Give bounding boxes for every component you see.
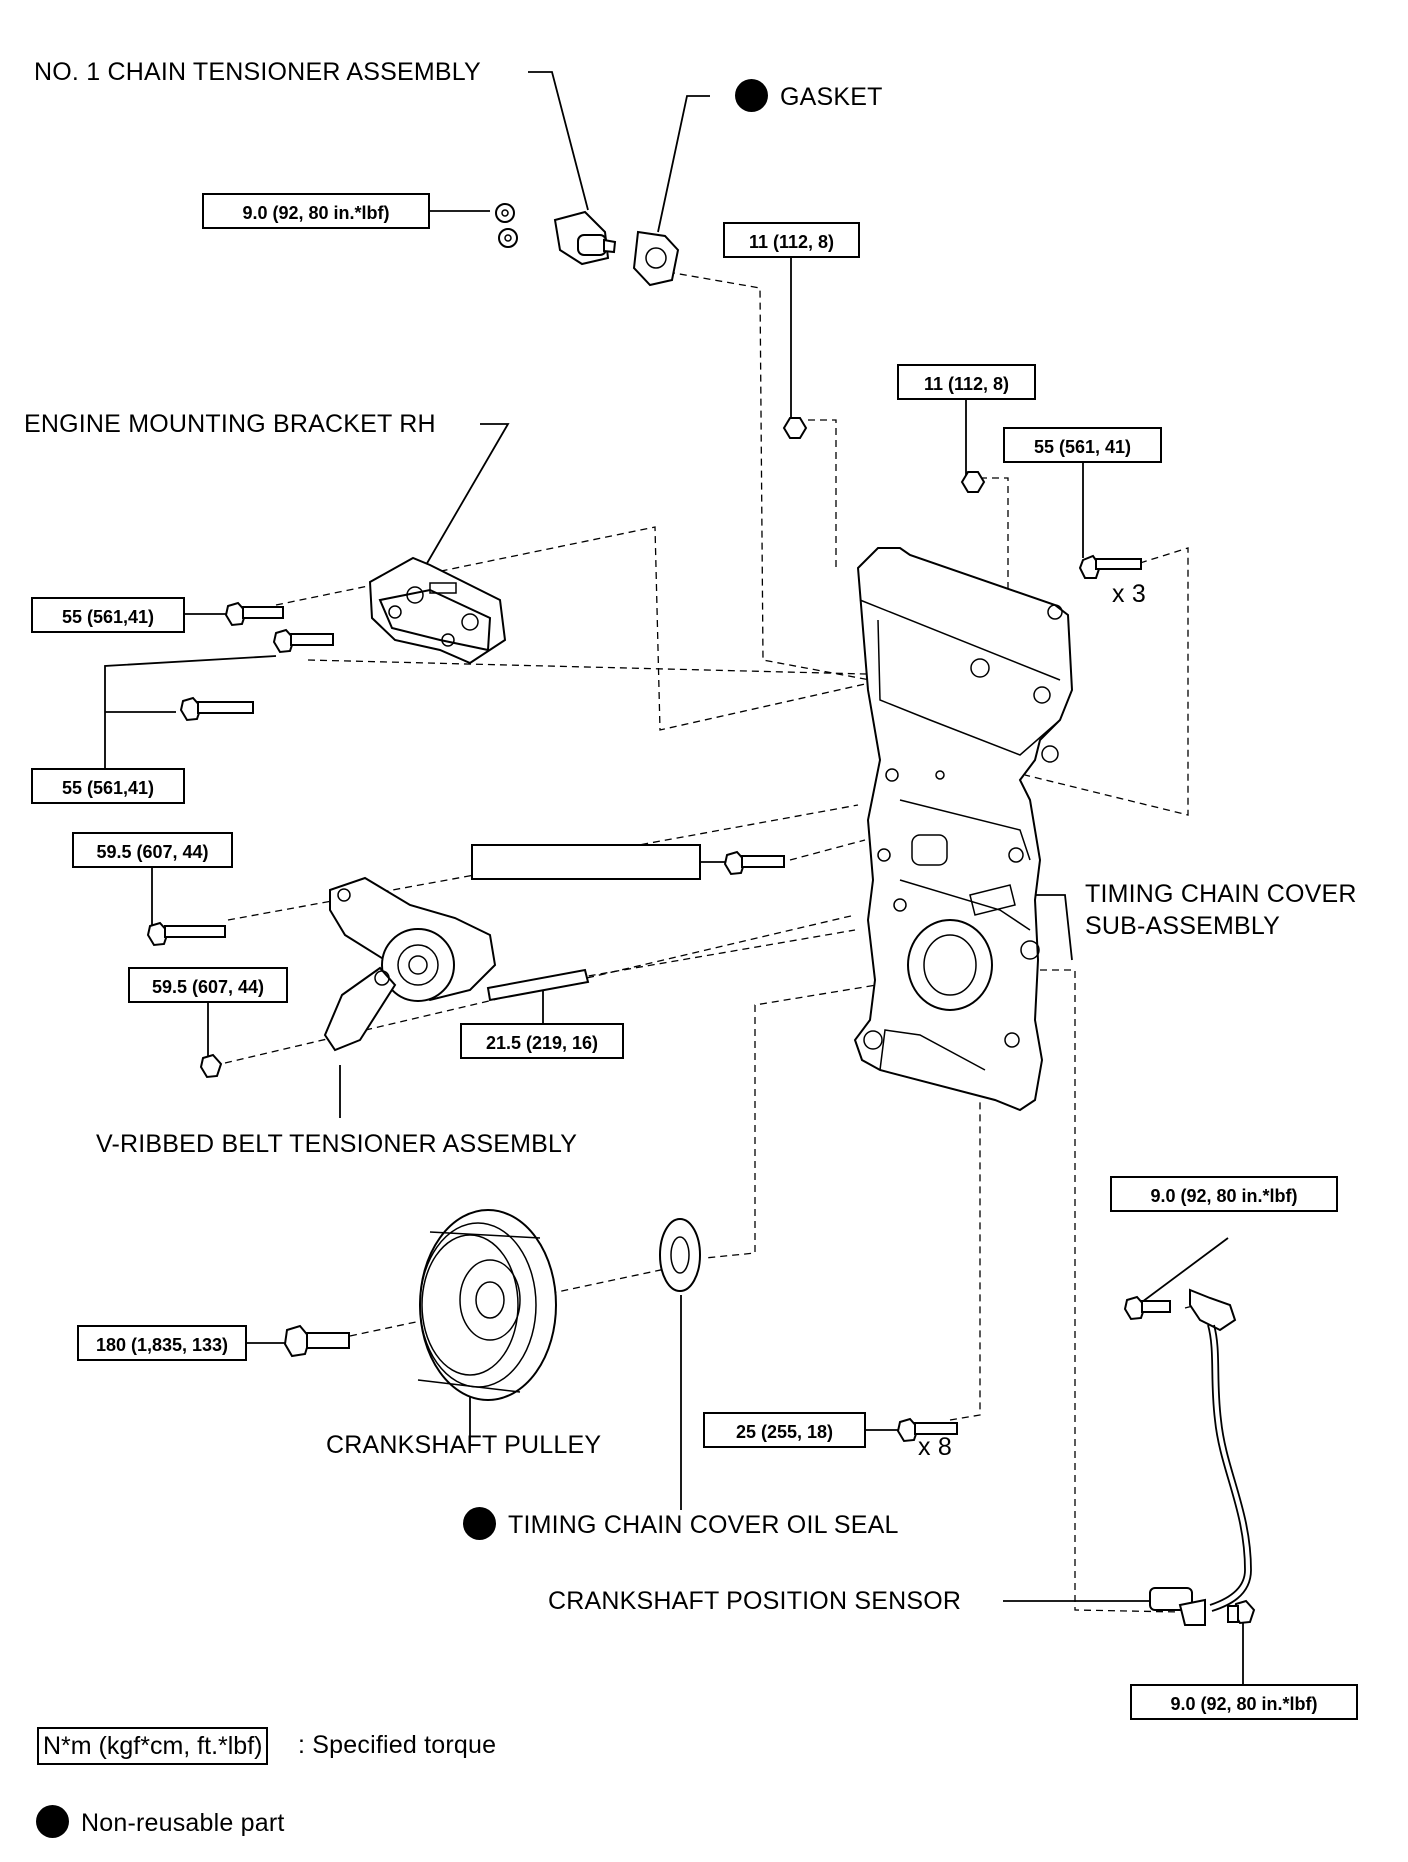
bracket-bolt-icon [179,601,334,722]
pulley-bolt-icon [283,1324,350,1358]
oil-seal-icon [659,1218,701,1292]
torque-cover-bolt-x3: 55 (561, 41) [1003,427,1162,463]
non-reusable-dot-icon [463,1507,496,1540]
torque-sensor-bolt-top: 9.0 (92, 80 in.*lbf) [1110,1176,1338,1212]
assembly-lines [224,271,1206,1613]
torque-cover-bolt-x8: 25 (255, 18) [703,1412,866,1448]
chain-tensioner-label: NO. 1 CHAIN TENSIONER ASSEMBLY [34,58,481,86]
oil-seal-label-text: TIMING CHAIN COVER OIL SEAL [508,1511,899,1540]
torque-cover-nut-2: 11 (112, 8) [897,364,1036,400]
torque-belt-tensioner-nut: 59.5 (607, 44) [128,967,288,1003]
v-ribbed-belt-tensioner-icon [323,876,497,1052]
legend-nonreusable: Non-reusable part [36,1805,285,1841]
gasket-label-text: GASKET [780,83,883,112]
chain-tensioner-icon [553,210,617,266]
belt-tensioner-bolt-icon [146,921,226,1079]
non-reusable-dot-icon [36,1805,69,1838]
tensioner-nut-icon [495,203,518,248]
torque-tensioner-nut: 9.0 (92, 80 in.*lbf) [202,193,430,229]
crank-sensor-label: CRANKSHAFT POSITION SENSOR [548,1587,962,1615]
qty-x3-label: x 3 [1112,580,1146,608]
torque-bracket-bolt-1: 55 (561,41) [31,597,185,633]
engine-bracket-label: ENGINE MOUNTING BRACKET RH [24,410,436,438]
torque-belt-tensioner-bolt: 59.5 (607, 44) [72,832,233,868]
timing-cover-label-line1: TIMING CHAIN COVER [1085,880,1357,908]
cover-bolt-x8-icon [896,1417,958,1443]
gasket-label: GASKET [735,79,883,115]
crankshaft-position-sensor-icon [1123,1288,1256,1626]
cover-bolt-icon [1078,554,1142,579]
torque-cover-nut-1: 11 (112, 8) [723,222,860,258]
cover-nut-icon [782,417,986,493]
qty-x8-label: x 8 [918,1433,952,1461]
timing-cover-label-line2: SUB-ASSEMBLY [1085,912,1281,940]
crankshaft-pulley-icon [417,1209,557,1401]
torque-stud: 21.5 (219, 16) [460,1023,624,1059]
cover-mid-bolt-icon [723,850,785,876]
torque-sensor-bolt-bottom: 9.0 (92, 80 in.*lbf) [1130,1684,1358,1720]
belt-tensioner-label: V-RIBBED BELT TENSIONER ASSEMBLY [96,1130,578,1158]
legend-nonreusable-text: Non-reusable part [81,1809,285,1838]
stud-icon [486,968,590,1002]
legend-torque-desc: : Specified torque [298,1731,497,1759]
timing-chain-cover-icon [853,547,1074,1112]
crank-pulley-label: CRANKSHAFT PULLEY [326,1431,602,1459]
non-reusable-dot-icon [735,79,768,112]
engine-mounting-bracket-icon [368,556,507,665]
torque-cover-mid-bolt [471,844,701,880]
torque-bracket-bolt-2: 55 (561,41) [31,768,185,804]
legend-torque-unit: N*m (kgf*cm, ft.*lbf) [37,1727,269,1765]
oil-seal-label: TIMING CHAIN COVER OIL SEAL [463,1507,899,1543]
torque-pulley-bolt: 180 (1,835, 133) [77,1325,247,1361]
gasket-icon [632,230,680,287]
